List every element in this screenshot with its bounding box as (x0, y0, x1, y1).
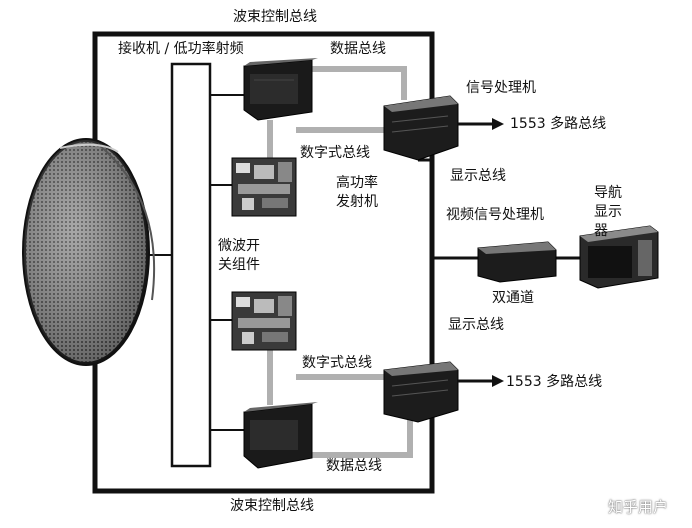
beam-control-bus-label-bottom: 波束控制总线 (230, 498, 314, 514)
dual-channel-label: 双通道 (492, 290, 534, 306)
grey-buses (267, 66, 413, 458)
receiver-unit-top (243, 58, 318, 121)
transmitter-unit-bottom (231, 291, 297, 351)
high-power-transmitter-label: 高功率发射机 (336, 175, 378, 210)
navigation-display-unit (579, 225, 659, 289)
bus-1553-label-bottom: 1553 多路总线 (506, 374, 603, 390)
navigation-display-label: 导航显示器 (594, 185, 622, 239)
microwave-switch-label: 微波开关组件 (218, 238, 260, 273)
display-bus-label-bottom: 显示总线 (448, 317, 504, 333)
bus-1553-label-top: 1553 多路总线 (510, 116, 607, 132)
digital-bus-label-top: 数字式总线 (300, 145, 370, 161)
antenna-dish (22, 138, 156, 366)
beam-control-bus-label-top: 波束控制总线 (233, 9, 317, 25)
bus-1553-arrows (458, 118, 504, 387)
watermark-text: 知乎用户 (608, 498, 669, 516)
digital-bus-label-bottom: 数字式总线 (302, 355, 372, 371)
signal-processor-top (383, 95, 459, 161)
signal-processor-label: 信号处理机 (466, 80, 536, 96)
receiver-unit-bottom (243, 402, 318, 469)
data-bus-label-top: 数据总线 (330, 41, 386, 57)
microwave-switch-bar (170, 62, 212, 468)
data-bus-label-bottom: 数据总线 (326, 458, 382, 474)
signal-processor-bottom (383, 361, 459, 423)
display-bus-label-top: 显示总线 (450, 168, 506, 184)
transmitter-unit-top (231, 157, 297, 217)
receiver-lowpower-rf-label: 接收机 / 低功率射频 (118, 41, 244, 57)
video-signal-processor (477, 241, 557, 283)
video-signal-processor-label: 视频信号处理机 (446, 207, 544, 223)
